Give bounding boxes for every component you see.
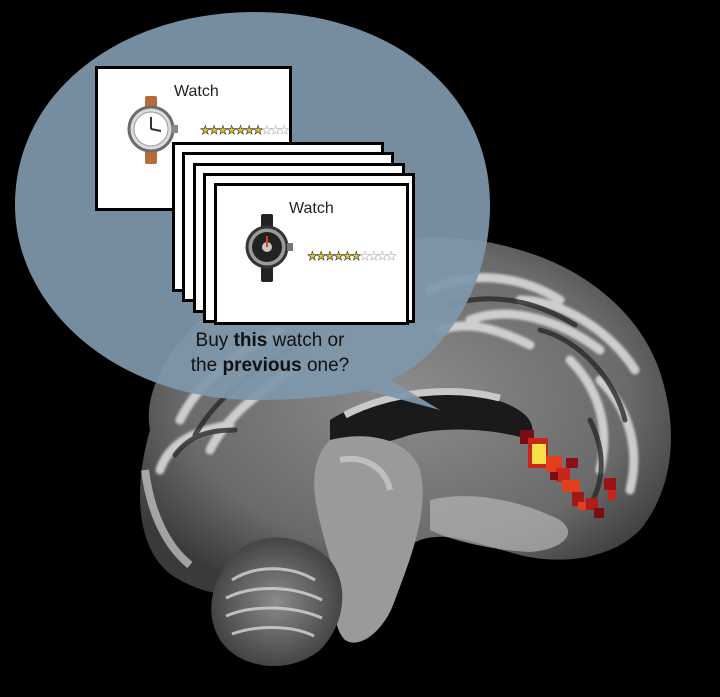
star-rating: ★★★★★★★★★★ xyxy=(307,249,397,263)
card-title: Watch xyxy=(174,83,219,100)
star-empty-icon: ★ xyxy=(368,249,379,263)
star-filled-icon: ★ xyxy=(342,249,353,263)
star-filled-icon: ★ xyxy=(324,249,335,263)
star-filled-icon: ★ xyxy=(333,249,344,263)
star-filled-icon: ★ xyxy=(307,249,318,263)
star-empty-icon: ★ xyxy=(385,249,397,263)
star-filled-icon: ★ xyxy=(243,123,255,137)
decision-question: Buy this watch or the previous one? xyxy=(190,330,350,376)
star-empty-icon: ★ xyxy=(359,249,370,263)
card-title: Watch xyxy=(289,200,334,217)
star-filled-icon: ★ xyxy=(252,123,263,137)
star-filled-icon: ★ xyxy=(226,123,237,137)
star-filled-icon: ★ xyxy=(217,123,228,137)
star-empty-icon: ★ xyxy=(377,249,388,263)
star-filled-icon: ★ xyxy=(208,123,219,137)
product-card-current: Watch ★★★★★★★★★★ xyxy=(214,183,409,325)
star-filled-icon: ★ xyxy=(235,123,246,137)
star-filled-icon: ★ xyxy=(315,249,326,263)
star-filled-icon: ★ xyxy=(350,249,362,263)
star-rating: ★★★★★★★★★★ xyxy=(200,123,290,137)
activation-cluster xyxy=(520,430,616,518)
ventricle xyxy=(330,391,533,447)
star-filled-icon: ★ xyxy=(200,123,211,137)
star-empty-icon: ★ xyxy=(261,123,272,137)
star-empty-icon: ★ xyxy=(270,123,281,137)
star-empty-icon: ★ xyxy=(278,123,290,137)
